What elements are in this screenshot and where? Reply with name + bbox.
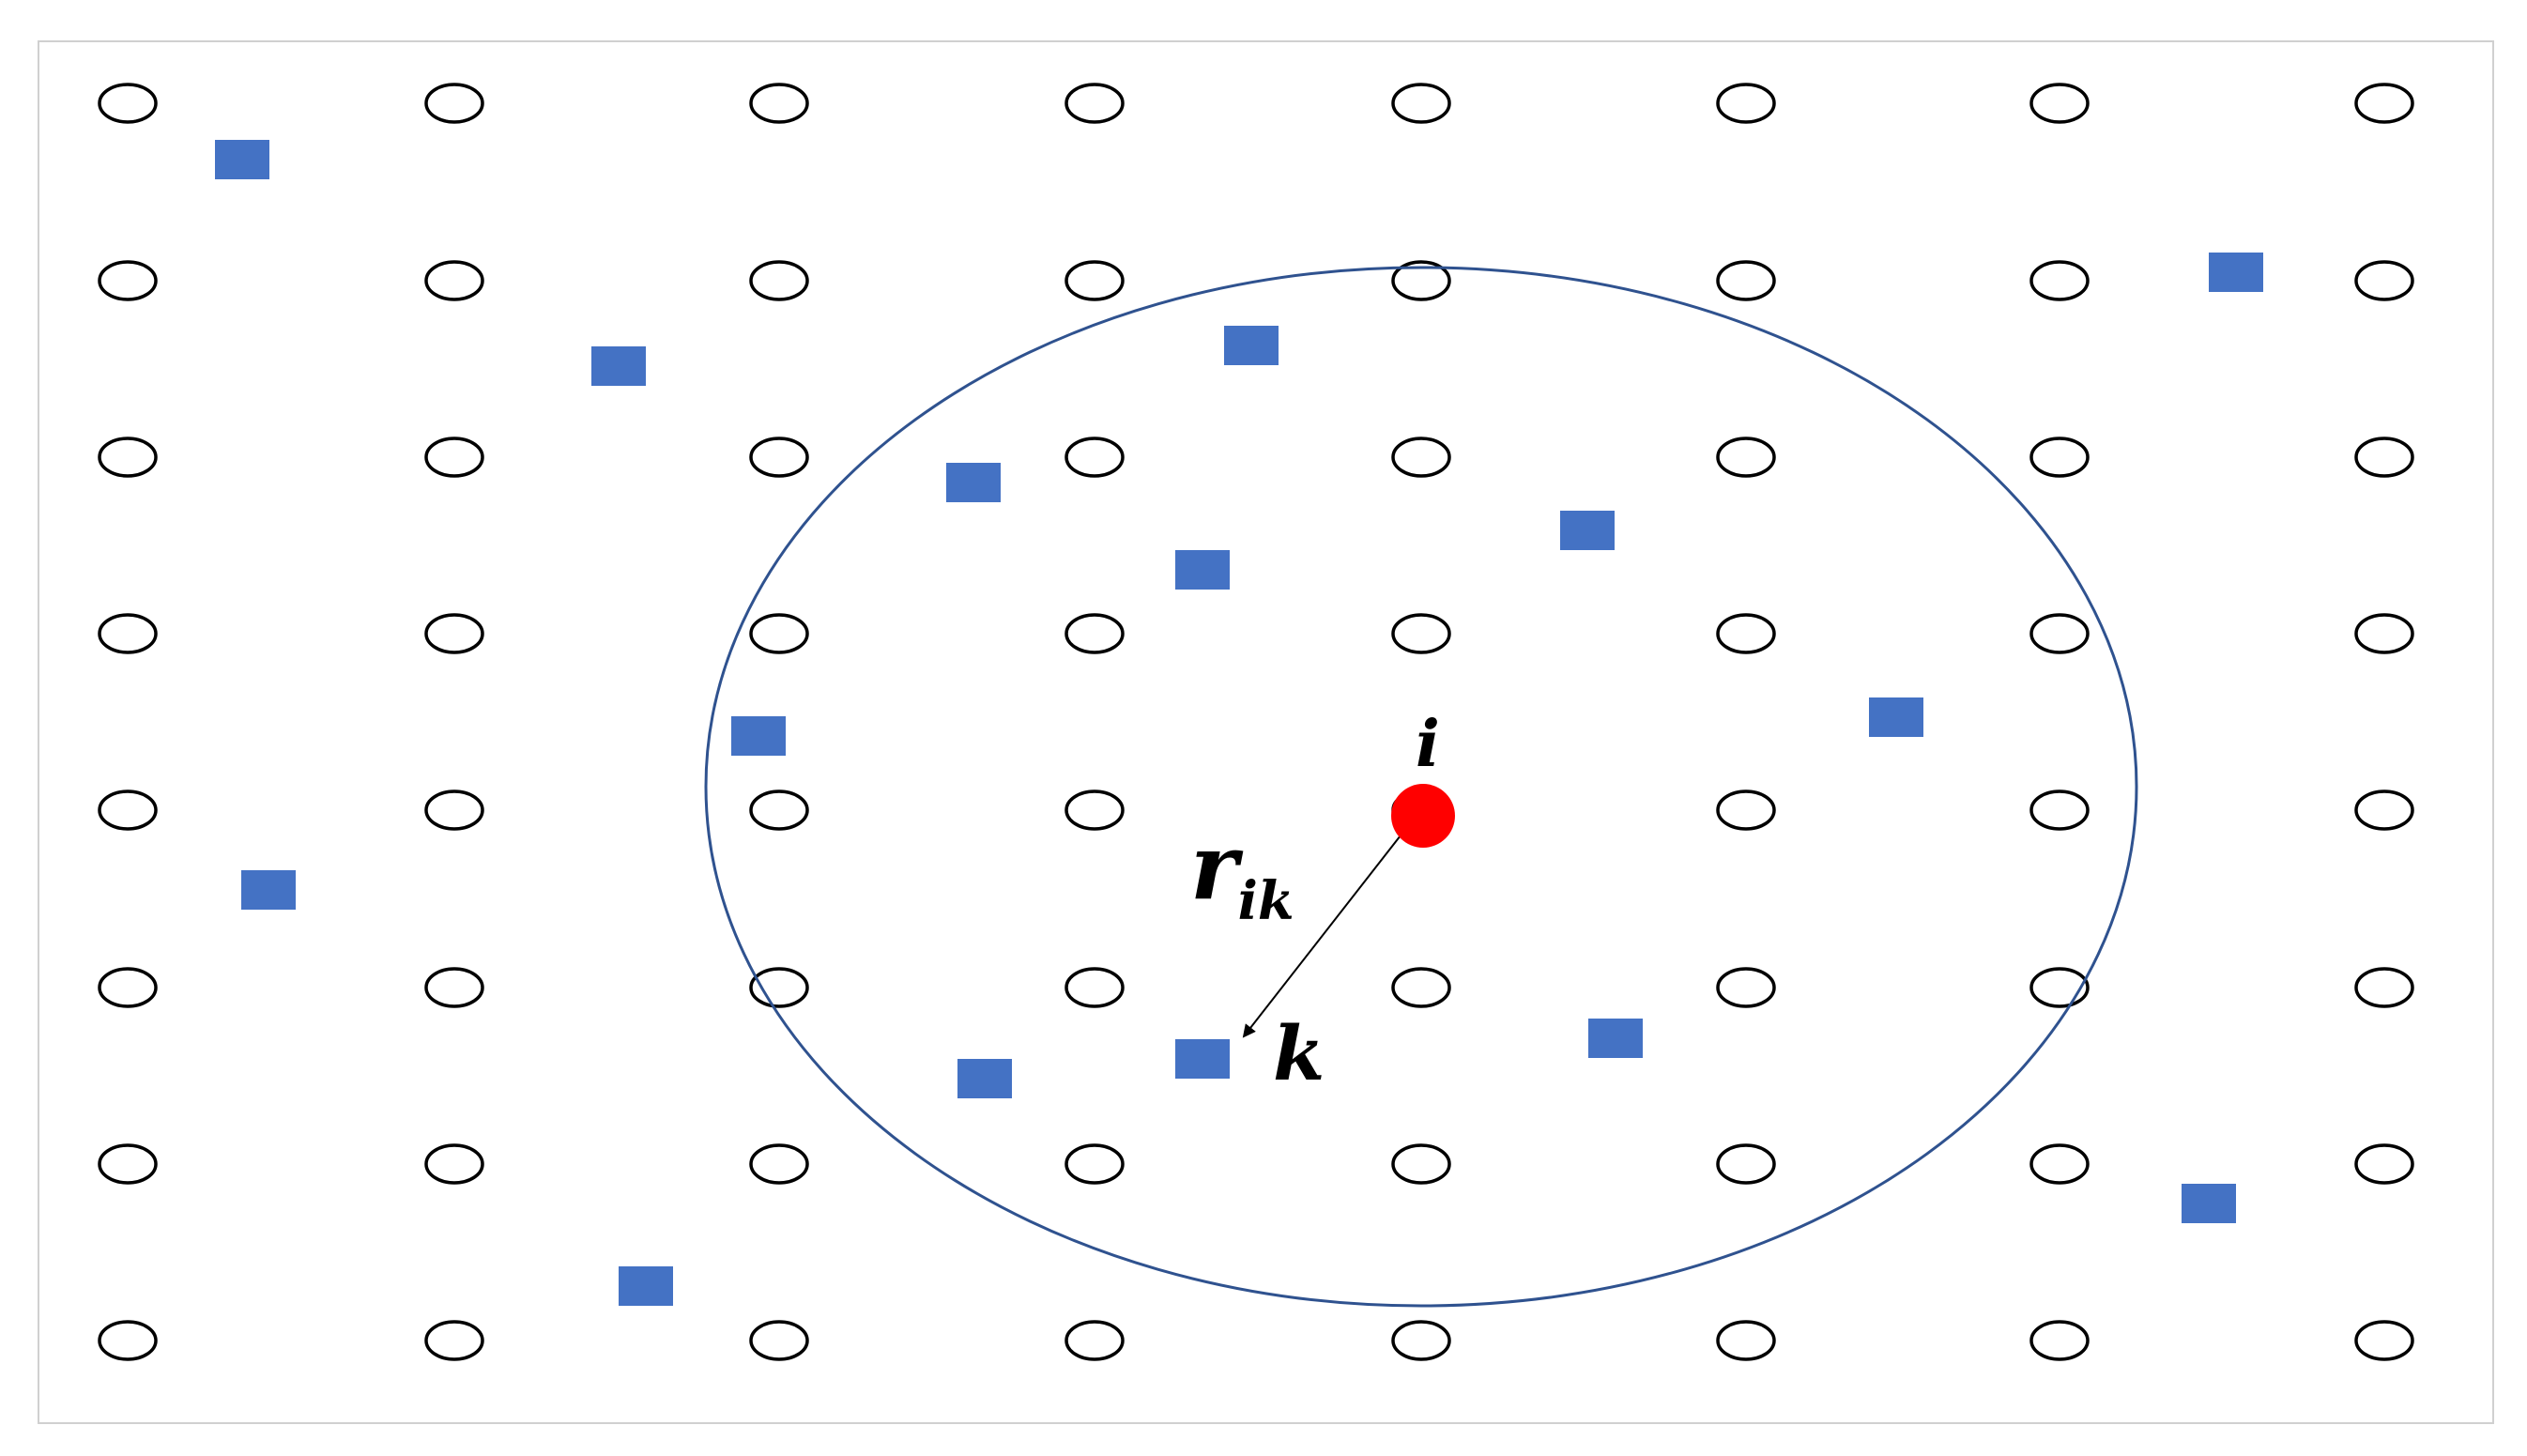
neighbor-particle [2182, 1184, 2236, 1223]
grid-node [424, 613, 484, 654]
grid-node [2029, 1143, 2090, 1185]
grid-node [2029, 1320, 2090, 1361]
grid-node [2354, 260, 2414, 301]
neighbor-particle [1175, 550, 1230, 590]
grid-node [98, 1143, 158, 1185]
grid-node [2354, 967, 2414, 1008]
grid-node [424, 260, 484, 301]
grid-node [1391, 1143, 1451, 1185]
neighbor-particle [2209, 253, 2263, 292]
grid-node [1716, 789, 1776, 831]
grid-node [98, 789, 158, 831]
grid-node [749, 437, 809, 478]
grid-node [98, 967, 158, 1008]
grid-node [2354, 83, 2414, 124]
grid-node [98, 613, 158, 654]
grid-node [98, 1320, 158, 1361]
grid-node [424, 83, 484, 124]
grid-node [749, 613, 809, 654]
neighbor-particle [1224, 326, 1279, 365]
grid-node [1716, 1320, 1776, 1361]
grid-node [1716, 1143, 1776, 1185]
grid-node [424, 1320, 484, 1361]
grid-node [2029, 83, 2090, 124]
grid-node [1391, 967, 1451, 1008]
grid-node [2354, 1143, 2414, 1185]
grid-node [98, 437, 158, 478]
grid-node [1064, 1143, 1125, 1185]
neighbor-label: k [1273, 1009, 1325, 1097]
center-particle [1391, 784, 1455, 848]
neighbor-particle [619, 1266, 673, 1306]
neighbor-particle [1588, 1019, 1643, 1058]
grid-node [2354, 613, 2414, 654]
grid-node [2354, 1320, 2414, 1361]
grid-node [749, 83, 809, 124]
grid-node [1391, 1320, 1451, 1361]
grid-node [98, 83, 158, 124]
grid-node [1064, 260, 1125, 301]
neighbor-particle [1869, 697, 1923, 737]
diagram-frame [38, 40, 2494, 1424]
grid-node [424, 967, 484, 1008]
grid-node [424, 1143, 484, 1185]
grid-node [1064, 1320, 1125, 1361]
grid-node [2029, 260, 2090, 301]
neighbor-particle [731, 716, 786, 756]
grid-node [2029, 437, 2090, 478]
grid-node [749, 260, 809, 301]
neighbor-particle [1175, 1039, 1230, 1079]
grid-node [2354, 789, 2414, 831]
neighbor-particle [1560, 511, 1615, 550]
grid-node [1716, 967, 1776, 1008]
grid-node [1716, 260, 1776, 301]
grid-node [1391, 613, 1451, 654]
distance-arrow [1242, 835, 1401, 1038]
neighbor-particle [957, 1059, 1012, 1098]
grid-node [1064, 613, 1125, 654]
center-label: i [1416, 707, 1440, 782]
grid-node [2354, 437, 2414, 478]
neighbor-particles [215, 140, 2263, 1306]
distance-label-sub: ik [1238, 870, 1294, 932]
grid-node [1064, 789, 1125, 831]
grid-node [749, 1143, 809, 1185]
grid-nodes [98, 83, 2414, 1361]
distance-label-main: r [1190, 814, 1244, 920]
grid-node [749, 1320, 809, 1361]
grid-node [749, 967, 809, 1008]
grid-node [1716, 83, 1776, 124]
grid-node [2029, 789, 2090, 831]
grid-node [1391, 437, 1451, 478]
grid-node [424, 789, 484, 831]
grid-node [749, 789, 809, 831]
grid-node [424, 437, 484, 478]
distance-label: rik [1190, 814, 1294, 932]
grid-node [1064, 83, 1125, 124]
grid-node [1391, 260, 1451, 301]
grid-node [1064, 967, 1125, 1008]
grid-node [1391, 83, 1451, 124]
grid-node [1716, 613, 1776, 654]
cutoff-circle [704, 266, 2138, 1308]
neighbor-particle [241, 870, 296, 910]
grid-node [1716, 437, 1776, 478]
neighbor-particle [591, 346, 646, 386]
grid-node [2029, 613, 2090, 654]
grid-node [1064, 437, 1125, 478]
neighbor-particle [215, 140, 269, 179]
grid-node [98, 260, 158, 301]
neighbor-particle [946, 463, 1001, 502]
